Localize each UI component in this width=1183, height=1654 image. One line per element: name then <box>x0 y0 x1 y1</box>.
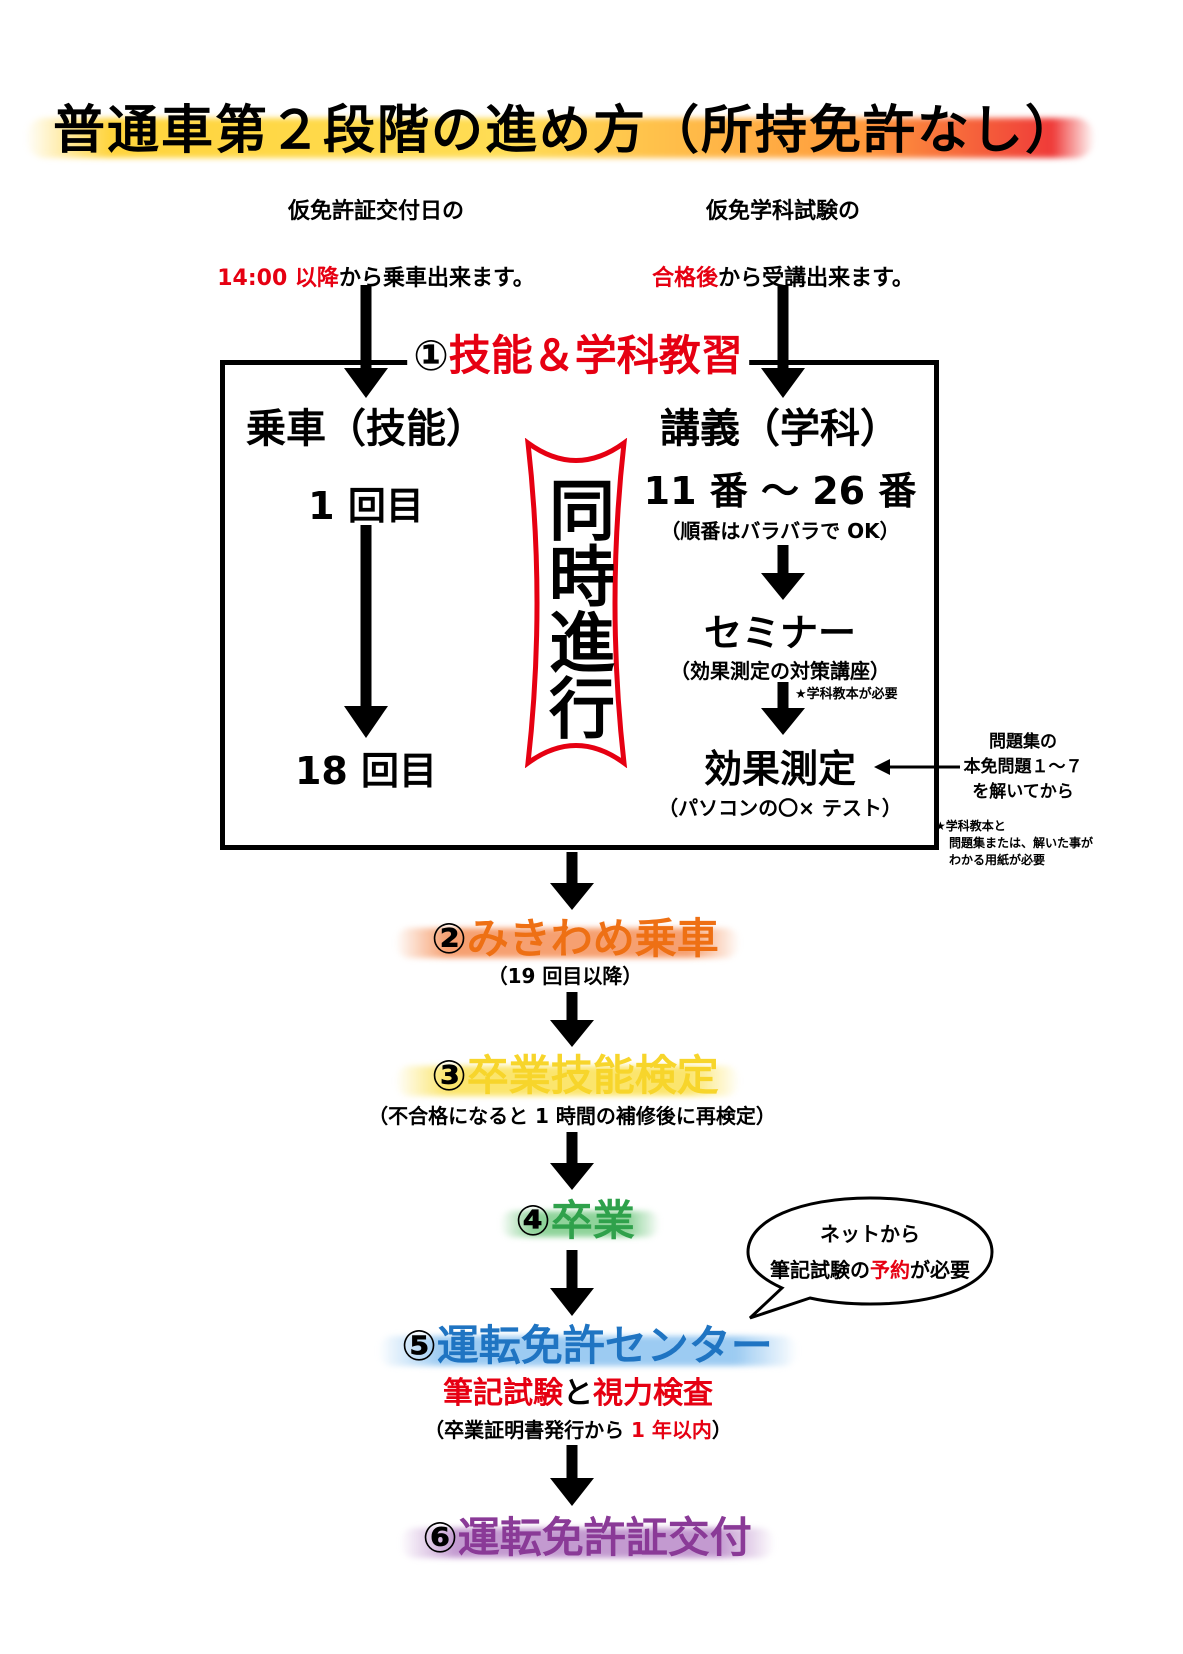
step4-label: 卒業 <box>550 1196 635 1245</box>
step4-band <box>500 1211 660 1237</box>
seminar-sub: （効果測定の対策講座） <box>670 659 890 683</box>
bubble-line2: 筆記試験の予約が必要 <box>770 1254 970 1283</box>
step5-note-pre: （卒業証明書発行から <box>424 1418 625 1442</box>
step5-label: 運転免許センター <box>436 1321 773 1370</box>
side-note: 問題集の 本免問題１～７ を解いてから <box>964 730 1083 805</box>
step1-number: ① <box>413 331 449 380</box>
step4-band-wrap <box>500 1203 660 1239</box>
bubble-line2-pre: 筆記試験の <box>770 1258 870 1282</box>
arrow-to-step4 <box>550 1132 594 1190</box>
arrow-to-seminar <box>761 545 805 600</box>
bubble-line2-post: が必要 <box>910 1258 970 1282</box>
step2-number: ② <box>431 914 467 963</box>
step2-band <box>395 928 740 958</box>
step6-band-wrap <box>400 1520 775 1560</box>
driving-heading: 乗車（技能） <box>246 406 486 452</box>
side-star-line2: 問題集または、解いた事が <box>949 836 1094 850</box>
side-star-line1: ★学科教本と <box>935 819 1006 833</box>
arrow-left-into-box <box>344 285 388 398</box>
bubble-line1: ネットから <box>820 1222 920 1246</box>
parallel-label: 同時進行 <box>520 438 632 768</box>
step4-number: ④ <box>515 1196 551 1245</box>
step3-band-wrap <box>395 1058 740 1098</box>
step6-label: 運転免許証交付 <box>457 1513 752 1562</box>
side-star-line3: わかる用紙が必要 <box>949 853 1046 867</box>
driving-last-lesson: 18 回目 <box>294 749 438 793</box>
written-exam: 筆記試験 <box>443 1376 563 1411</box>
side-note-line3: を解いてから <box>972 782 1074 802</box>
side-note-line2: 本免問題１～７ <box>963 757 1083 777</box>
step3-number: ③ <box>431 1051 467 1100</box>
step1-label: 技能＆学科教習 <box>448 331 743 380</box>
step4-heading: ④卒業 <box>515 1187 635 1248</box>
arrow-to-step6 <box>550 1445 594 1506</box>
seminar-star-note: ★学科教本が必要 <box>795 687 898 702</box>
step2-band-wrap <box>395 920 740 960</box>
arrow-to-measure <box>761 682 805 735</box>
step2-heading: ②みきわめ乗車 <box>431 905 719 966</box>
step5-note-limit: 1 年以内 <box>624 1418 712 1442</box>
side-star-note: ★学科教本と 問題集または、解いた事が わかる用紙が必要 <box>935 818 1093 869</box>
arrow-to-step3 <box>550 992 594 1047</box>
bubble-reservation: 予約 <box>870 1258 910 1282</box>
driving-first-lesson: 1 回目 <box>308 484 424 528</box>
measure-sub: （パソコンの〇× テスト） <box>658 796 902 820</box>
step3-heading: ③卒業技能検定 <box>431 1042 719 1103</box>
arrow-to-step5 <box>550 1250 594 1316</box>
right-note-rest: から受講出来ます。 <box>718 266 914 291</box>
step6-heading: ⑥運転免許証交付 <box>422 1504 752 1565</box>
step5-sub: 筆記試験と視力検査 <box>443 1368 713 1412</box>
title-area: 普通車第２段階の進め方（所持免許なし） <box>25 88 1095 166</box>
lecture-order-note: （順番はバラバラで OK） <box>660 519 900 543</box>
step5-sub-and: と <box>563 1376 593 1411</box>
step5-note: （卒業証明書発行から 1 年以内） <box>424 1414 732 1443</box>
left-note-line1: 仮免許証交付日の <box>287 199 465 224</box>
step5-band <box>378 1336 798 1366</box>
right-note-line1: 仮免学科試験の <box>705 199 861 224</box>
left-note-line2: 14:00 以降から乗車出来ます。 <box>217 260 535 292</box>
seminar-label: セミナー <box>703 611 857 655</box>
step2-sub: （19 回目以降） <box>487 964 643 988</box>
step2-label: みきわめ乗車 <box>466 914 719 963</box>
arrow-right-into-box <box>761 285 805 398</box>
side-note-line1: 問題集の <box>989 732 1057 752</box>
arrow-lesson-progress <box>344 525 388 738</box>
arrow-side-note-to-measure <box>874 759 960 775</box>
parallel-frame <box>524 438 628 768</box>
step3-label: 卒業技能検定 <box>466 1051 719 1100</box>
step3-sub: （不合格になると 1 時間の補修後に再検定） <box>368 1104 776 1128</box>
step6-band <box>400 1528 775 1558</box>
left-note-rest: から乗車出来ます。 <box>338 266 535 291</box>
step5-band-wrap <box>378 1328 798 1368</box>
step6-number: ⑥ <box>422 1513 458 1562</box>
title-highlight-band <box>25 118 1095 158</box>
speech-bubble <box>746 1196 994 1320</box>
step5-note-post: ） <box>711 1418 732 1442</box>
step3-band <box>395 1066 740 1096</box>
step1-heading: ①技能＆学科教習 <box>407 322 749 383</box>
right-note-line2: 合格後から受講出来ます。 <box>652 260 914 292</box>
page-title: 普通車第２段階の進め方（所持免許なし） <box>53 101 1080 161</box>
measure-label: 効果測定 <box>703 747 857 791</box>
step5-heading: ⑤運転免許センター <box>401 1312 773 1373</box>
left-note-time: 14:00 以降 <box>217 266 339 291</box>
right-note-pass: 合格後 <box>652 266 719 291</box>
vision-test: 視力検査 <box>593 1376 713 1411</box>
parallel-text: 同時進行 <box>538 476 615 740</box>
lecture-range: 11 番 ～ 26 番 <box>643 469 917 513</box>
lecture-heading: 講義（学科） <box>660 406 900 452</box>
arrow-to-step2 <box>550 852 594 910</box>
step5-number: ⑤ <box>401 1321 437 1370</box>
